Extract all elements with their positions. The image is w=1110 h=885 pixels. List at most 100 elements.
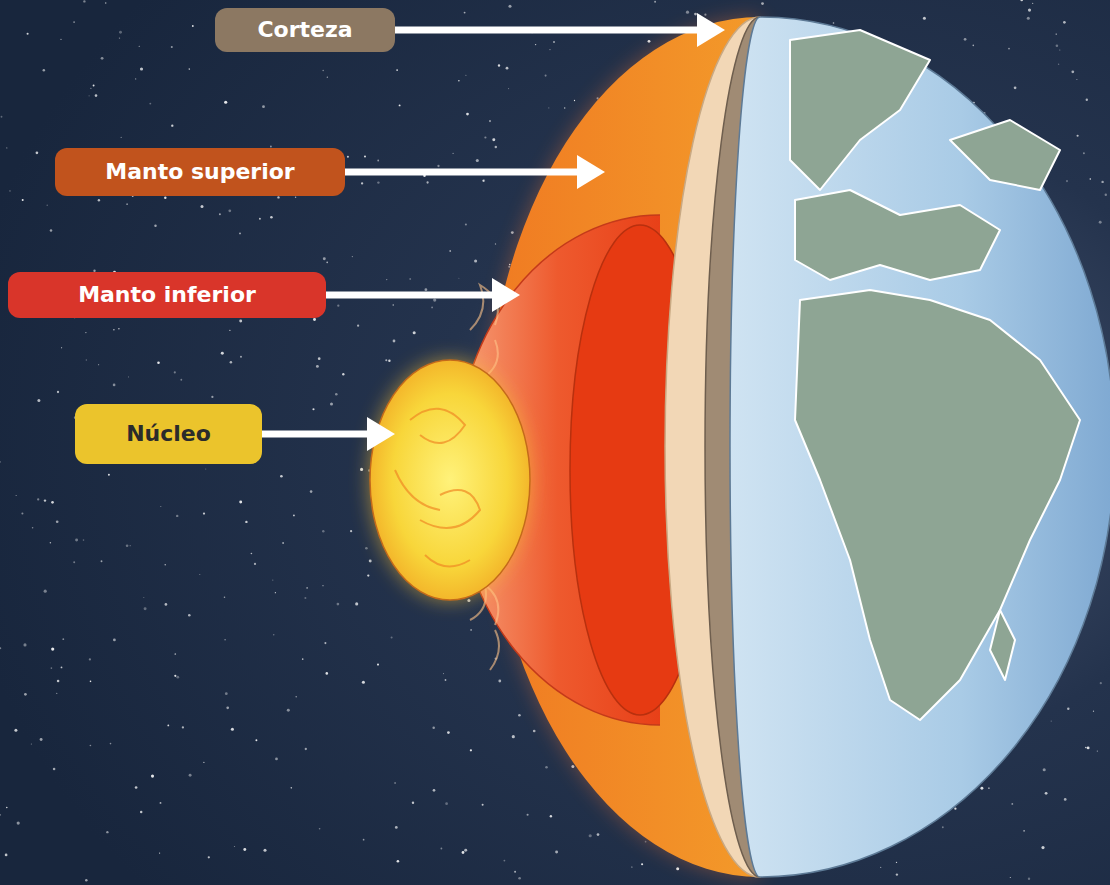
core-label: Núcleo <box>75 404 262 464</box>
star <box>44 590 47 593</box>
star <box>243 848 246 851</box>
star <box>549 49 550 50</box>
star <box>46 204 47 205</box>
star <box>228 209 231 212</box>
star <box>140 811 142 813</box>
star <box>896 862 897 863</box>
star <box>121 137 122 138</box>
star <box>275 592 276 593</box>
star <box>954 808 956 810</box>
star <box>0 814 1 816</box>
star <box>424 288 427 291</box>
star <box>391 636 393 638</box>
star <box>482 180 484 182</box>
star <box>923 17 926 20</box>
star <box>157 361 160 364</box>
star <box>426 181 428 183</box>
star <box>589 834 592 837</box>
star <box>564 107 565 108</box>
star <box>101 57 104 60</box>
star <box>16 495 17 496</box>
star <box>357 325 359 327</box>
star <box>392 304 393 305</box>
star <box>335 393 338 396</box>
star <box>61 667 63 669</box>
star <box>53 768 56 771</box>
star <box>367 574 369 576</box>
star <box>234 846 235 847</box>
continents <box>790 30 1080 720</box>
star <box>449 250 451 252</box>
star <box>106 831 108 833</box>
star <box>441 848 443 850</box>
star <box>1020 0 1023 1</box>
layer-name: Manto superior <box>105 159 294 185</box>
star <box>221 352 224 355</box>
star <box>176 676 179 679</box>
star <box>476 159 479 162</box>
star <box>229 330 230 331</box>
star <box>511 231 514 234</box>
star <box>654 1 656 3</box>
star <box>484 136 486 138</box>
star <box>694 13 697 16</box>
star <box>259 218 261 220</box>
star <box>318 357 321 360</box>
star <box>118 328 120 330</box>
star <box>165 564 166 565</box>
star <box>225 692 228 695</box>
star <box>219 213 221 215</box>
star <box>83 0 85 2</box>
star <box>548 107 549 108</box>
star <box>385 359 387 361</box>
star <box>395 826 398 829</box>
star <box>1027 17 1030 20</box>
star <box>474 259 477 262</box>
leader-arrows <box>260 13 725 451</box>
star <box>462 851 465 854</box>
star <box>1090 178 1092 180</box>
star <box>180 379 182 381</box>
star <box>467 599 470 602</box>
star <box>377 181 379 183</box>
star <box>277 196 279 198</box>
star <box>22 199 24 201</box>
star <box>51 667 53 669</box>
star <box>319 828 321 830</box>
star <box>495 243 496 244</box>
star <box>135 78 136 79</box>
star <box>160 802 162 804</box>
star <box>973 45 975 47</box>
star <box>1059 49 1060 50</box>
star <box>36 151 39 154</box>
star <box>239 320 242 323</box>
star <box>199 574 200 575</box>
star <box>1064 798 1067 801</box>
star <box>470 749 472 751</box>
star <box>62 638 64 640</box>
star <box>9 190 10 191</box>
star <box>282 542 284 544</box>
star <box>1076 79 1077 80</box>
star <box>305 748 307 750</box>
star <box>1063 21 1066 24</box>
star <box>482 179 485 182</box>
star <box>164 197 166 199</box>
star <box>466 113 469 116</box>
star <box>27 33 29 35</box>
star <box>90 745 92 747</box>
star <box>409 278 411 280</box>
star <box>1066 180 1068 182</box>
star <box>171 125 173 127</box>
star <box>251 553 253 555</box>
star <box>1067 708 1069 710</box>
star <box>386 279 387 280</box>
star <box>113 329 114 330</box>
star <box>326 672 329 675</box>
star <box>182 726 184 728</box>
star <box>203 512 205 514</box>
star <box>230 361 233 364</box>
star <box>110 743 112 745</box>
star <box>437 165 439 167</box>
star <box>1086 99 1088 101</box>
